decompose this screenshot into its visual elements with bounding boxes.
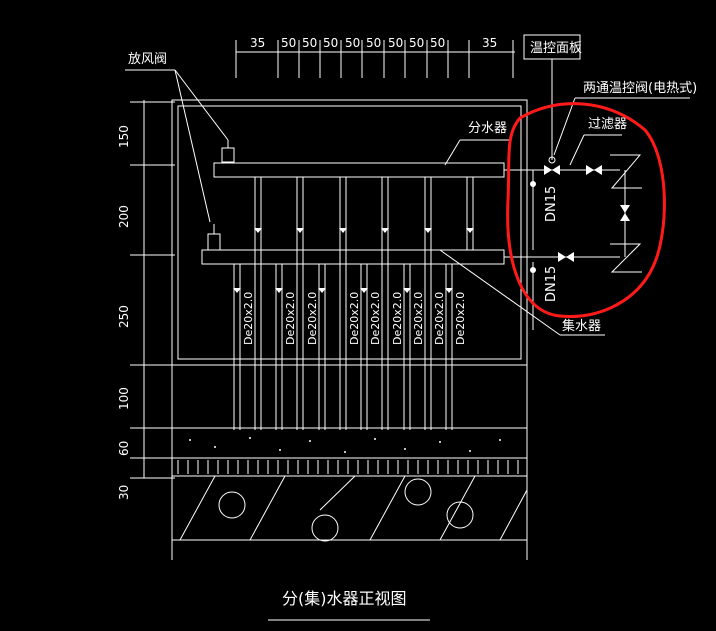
supply-leader xyxy=(444,139,461,166)
left-dimension-line xyxy=(130,100,175,479)
pipe-spec-1: De20x2.0 xyxy=(242,292,255,345)
dim-left-6: 30 xyxy=(117,485,131,500)
dim-top-2: 50 xyxy=(281,36,296,50)
cabinet-inner xyxy=(177,105,522,360)
supply-manifold-label: 分水器 xyxy=(468,121,507,136)
drawing-title: 分(集)水器正视图 xyxy=(282,589,407,608)
dim-left-1: 150 xyxy=(117,125,131,148)
vent-valve-leaders xyxy=(125,69,229,223)
dim-top-1: 35 xyxy=(250,36,265,50)
pipe-spec-6: De20x2.0 xyxy=(391,292,404,345)
dim-left-2: 200 xyxy=(117,205,131,228)
dim-top-6: 50 xyxy=(366,36,381,50)
branch-valves xyxy=(233,228,474,293)
filter-label: 过滤器 xyxy=(588,117,627,132)
pipe-spec-7: De20x2.0 xyxy=(412,292,425,345)
two-way-valve-label: 两通温控阀(电热式) xyxy=(583,81,697,96)
highlight-circle xyxy=(506,102,666,319)
top-dimension-labels: 35 50 50 50 50 50 50 50 50 35 xyxy=(250,36,497,50)
dim-top-10: 35 xyxy=(482,36,497,50)
dim-left-4: 100 xyxy=(117,387,131,410)
pipe-spec-4: De20x2.0 xyxy=(348,292,361,345)
dim-top-9: 50 xyxy=(430,36,445,50)
pipe-spec-9: De20x2.0 xyxy=(454,292,467,345)
dim-top-4: 50 xyxy=(323,36,338,50)
dim-top-5: 50 xyxy=(345,36,360,50)
dim-top-8: 50 xyxy=(409,36,424,50)
pipe-spec-8: De20x2.0 xyxy=(433,292,446,345)
pipe-spec-3: De20x2.0 xyxy=(306,292,319,345)
filter-leader xyxy=(569,134,585,166)
floor-layers xyxy=(171,365,528,560)
return-manifold xyxy=(201,224,505,265)
dn-lower-label: DN15 xyxy=(544,266,559,302)
supply-manifold xyxy=(213,140,505,178)
return-manifold-label: 集水器 xyxy=(562,318,601,334)
two-way-valve-leader xyxy=(553,97,576,156)
thermostat-panel-label: 温控面板 xyxy=(530,41,582,56)
right-valves xyxy=(530,165,630,273)
dim-top-3: 50 xyxy=(302,36,317,50)
top-dimension-line xyxy=(235,40,515,78)
floor-hatch-dots xyxy=(189,437,501,453)
pipe-spec-5: De20x2.0 xyxy=(369,292,382,345)
vent-valve-label: 放风阀 xyxy=(128,52,167,67)
pipe-spec-labels: De20x2.0 De20x2.0 De20x2.0 De20x2.0 De20… xyxy=(242,292,467,345)
dim-left-3: 250 xyxy=(117,305,131,328)
return-leader xyxy=(439,249,561,336)
left-dimension-labels: 150 200 250 100 60 30 xyxy=(117,125,131,500)
floor-stripes xyxy=(177,460,519,474)
pipe-spec-2: De20x2.0 xyxy=(284,292,297,345)
dim-left-5: 60 xyxy=(117,441,131,456)
cabinet-outer xyxy=(171,99,528,366)
supply-branches xyxy=(254,177,474,430)
dim-top-7: 50 xyxy=(388,36,403,50)
dn-upper-label: DN15 xyxy=(544,186,559,222)
return-branches xyxy=(233,264,453,430)
